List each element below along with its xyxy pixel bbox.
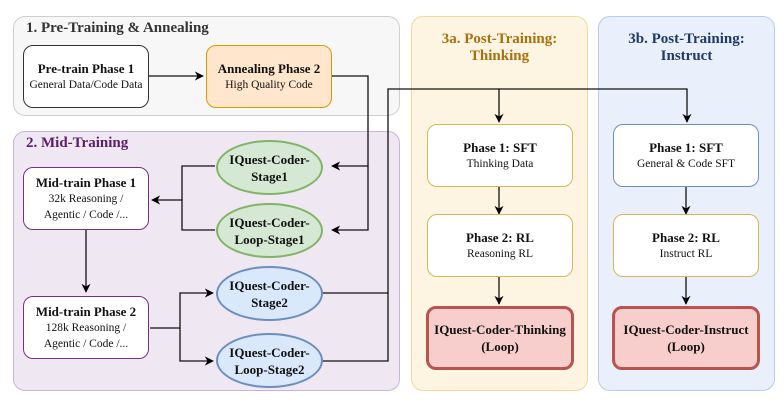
group-title-line1: 3a. Post-Training: <box>441 31 558 47</box>
node-line2: Stage2 <box>251 294 288 310</box>
node-title: Mid-train Phase 1 <box>35 174 137 190</box>
node-iquest-coder-stage1[interactable]: IQuest-Coder- Stage1 <box>216 140 323 195</box>
node-title: Phase 1: SFT <box>463 139 537 155</box>
node-instruct-sft[interactable]: Phase 1: SFT General & Code SFT <box>613 124 759 187</box>
node-line2: Loop-Stage1 <box>234 231 305 247</box>
node-line1: IQuest-Coder-Instruct <box>623 322 749 337</box>
node-title: Mid-train Phase 2 <box>35 303 137 319</box>
node-line2: (Loop) <box>667 339 705 354</box>
node-title: Phase 2: RL <box>652 229 720 245</box>
node-subtitle: High Quality Code <box>225 78 313 91</box>
node-iquest-coder-thinking-loop[interactable]: IQuest-Coder-Thinking (Loop) <box>426 306 574 370</box>
group-title-line2: Thinking <box>469 48 530 64</box>
node-line1: IQuest-Coder- <box>229 151 310 167</box>
group-title-pretraining: 1. Pre-Training & Annealing <box>26 20 209 36</box>
node-subtitle: General Data/Code Data <box>29 78 143 91</box>
group-title-line2: Instruct <box>660 48 713 64</box>
node-line1: IQuest-Coder- <box>229 214 310 230</box>
node-line1: IQuest-Coder- <box>229 344 310 360</box>
node-annealing-phase2[interactable]: Annealing Phase 2 High Quality Code <box>206 45 332 108</box>
node-iquest-coder-loop-stage1[interactable]: IQuest-Coder- Loop-Stage1 <box>216 203 323 258</box>
node-line1: IQuest-Coder-Thinking <box>434 322 566 337</box>
node-subtitle: Reasoning RL <box>466 247 534 260</box>
node-line2: (Loop) <box>481 339 519 354</box>
node-pretrain-phase1[interactable]: Pre-train Phase 1 General Data/Code Data <box>23 45 149 108</box>
group-title-midtraining: 2. Mid-Training <box>26 135 129 151</box>
group-title-post-thinking: 3a. Post-Training: Thinking <box>412 31 587 65</box>
group-title-line1: 3b. Post-Training: <box>628 31 745 47</box>
node-line2: Stage1 <box>251 168 288 184</box>
node-line1: IQuest-Coder- <box>229 277 310 293</box>
node-subtitle: Instruct RL <box>659 247 713 260</box>
group-title-post-instruct: 3b. Post-Training: Instruct <box>599 31 774 65</box>
node-iquest-coder-loop-stage2[interactable]: IQuest-Coder- Loop-Stage2 <box>216 333 323 388</box>
node-title: Pre-train Phase 1 <box>37 60 135 76</box>
node-iquest-coder-instruct-loop[interactable]: IQuest-Coder-Instruct (Loop) <box>612 306 760 370</box>
node-title: Phase 2: RL <box>466 229 534 245</box>
node-title: Phase 1: SFT <box>649 139 723 155</box>
node-thinking-sft[interactable]: Phase 1: SFT Thinking Data <box>427 124 573 187</box>
node-instruct-rl[interactable]: Phase 2: RL Instruct RL <box>613 214 759 277</box>
node-subtitle-line2: Agentic / Code /... <box>43 208 129 221</box>
node-title: Annealing Phase 2 <box>217 60 321 76</box>
node-line2: Loop-Stage2 <box>234 361 305 377</box>
node-subtitle: General & Code SFT <box>636 157 736 170</box>
node-thinking-rl[interactable]: Phase 2: RL Reasoning RL <box>427 214 573 277</box>
node-midtrain-phase1[interactable]: Mid-train Phase 1 32k Reasoning / Agenti… <box>23 167 149 230</box>
node-subtitle-line1: 128k Reasoning / <box>45 321 127 334</box>
node-midtrain-phase2[interactable]: Mid-train Phase 2 128k Reasoning / Agent… <box>23 296 149 359</box>
node-iquest-coder-stage2[interactable]: IQuest-Coder- Stage2 <box>216 266 323 321</box>
node-subtitle: Thinking Data <box>466 157 534 170</box>
node-subtitle-line1: 32k Reasoning / <box>48 192 124 205</box>
node-subtitle-line2: Agentic / Code /... <box>43 337 129 350</box>
